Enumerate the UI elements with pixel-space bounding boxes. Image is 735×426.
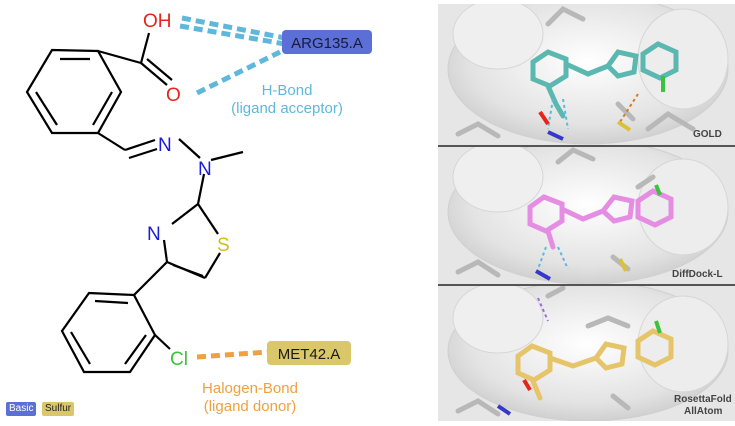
hbond-label: H-Bond xyxy=(262,82,313,99)
interaction-diagram: OH O N N N S Cl ARG135.A MET42.A H-Bond … xyxy=(6,11,372,416)
panel-rosettafold: RosettaFold AllAtom xyxy=(438,286,735,421)
hbond-lines xyxy=(179,15,286,96)
halogen-label: Halogen-Bond xyxy=(202,380,298,397)
panel-label-rosettafold-line2: AllAtom xyxy=(684,406,723,417)
hbond-sublabel: (ligand acceptor) xyxy=(231,100,343,117)
atom-o: O xyxy=(166,85,181,106)
met-residue-label: MET42.A xyxy=(278,346,341,363)
arg-residue-box xyxy=(282,30,372,54)
panel-label-rosettafold-line1: RosettaFold xyxy=(674,394,732,405)
halogen-sublabel: (ligand donor) xyxy=(204,398,297,415)
panel-gold: GOLD xyxy=(438,4,735,147)
pose-panels: GOLD xyxy=(438,4,735,421)
molecule-bonds xyxy=(25,32,244,374)
atom-n-imine: N xyxy=(158,135,172,156)
met-residue-box xyxy=(267,341,351,365)
atom-oh: OH xyxy=(143,11,172,32)
atom-n-hydrazine: N xyxy=(198,159,212,180)
molecule-diagram: OH O N N N S Cl ARG135.A MET42.A H-Bond … xyxy=(25,11,372,415)
legend-basic: Basic xyxy=(6,402,37,416)
halogen-bond-line xyxy=(196,349,269,360)
atom-n-thiazole: N xyxy=(147,224,161,245)
legend-sulfur: Sulfur xyxy=(42,402,75,416)
panel-label-diffdock: DiffDock-L xyxy=(672,269,723,280)
atom-cl: Cl xyxy=(170,349,188,370)
atom-s: S xyxy=(217,235,230,256)
panel-diffdock: DiffDock-L xyxy=(438,147,735,286)
panel-label-gold: GOLD xyxy=(693,129,722,140)
arg-residue-label: ARG135.A xyxy=(291,35,363,52)
